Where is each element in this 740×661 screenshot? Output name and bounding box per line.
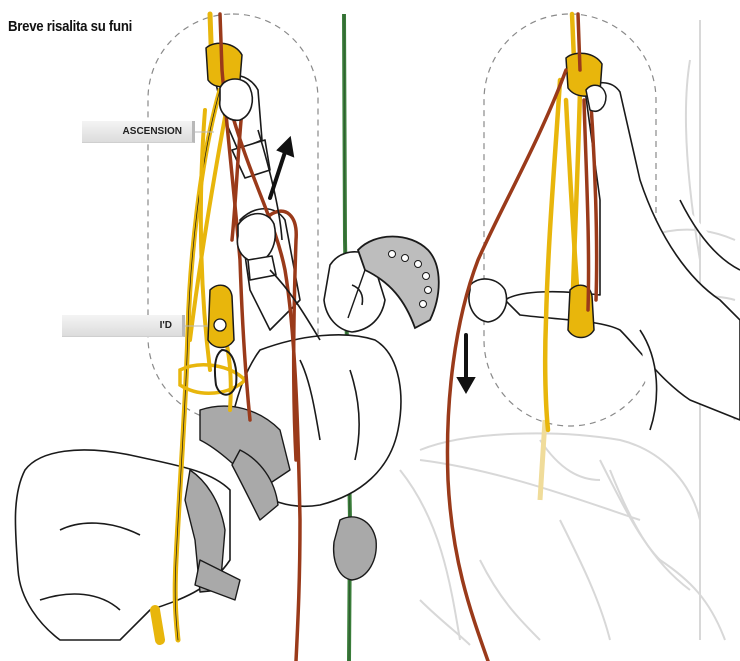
up-arrow-icon — [270, 138, 293, 198]
red-rope-right — [447, 14, 596, 661]
id-descender-device — [208, 285, 234, 347]
id-device-right — [568, 285, 594, 337]
label-id-device: I'D — [62, 315, 185, 337]
down-arrow-icon — [458, 335, 474, 392]
foot-ascender — [334, 517, 377, 580]
label-ascension: ASCENSION — [82, 121, 195, 143]
left-hands — [220, 79, 276, 280]
harness — [185, 406, 290, 600]
